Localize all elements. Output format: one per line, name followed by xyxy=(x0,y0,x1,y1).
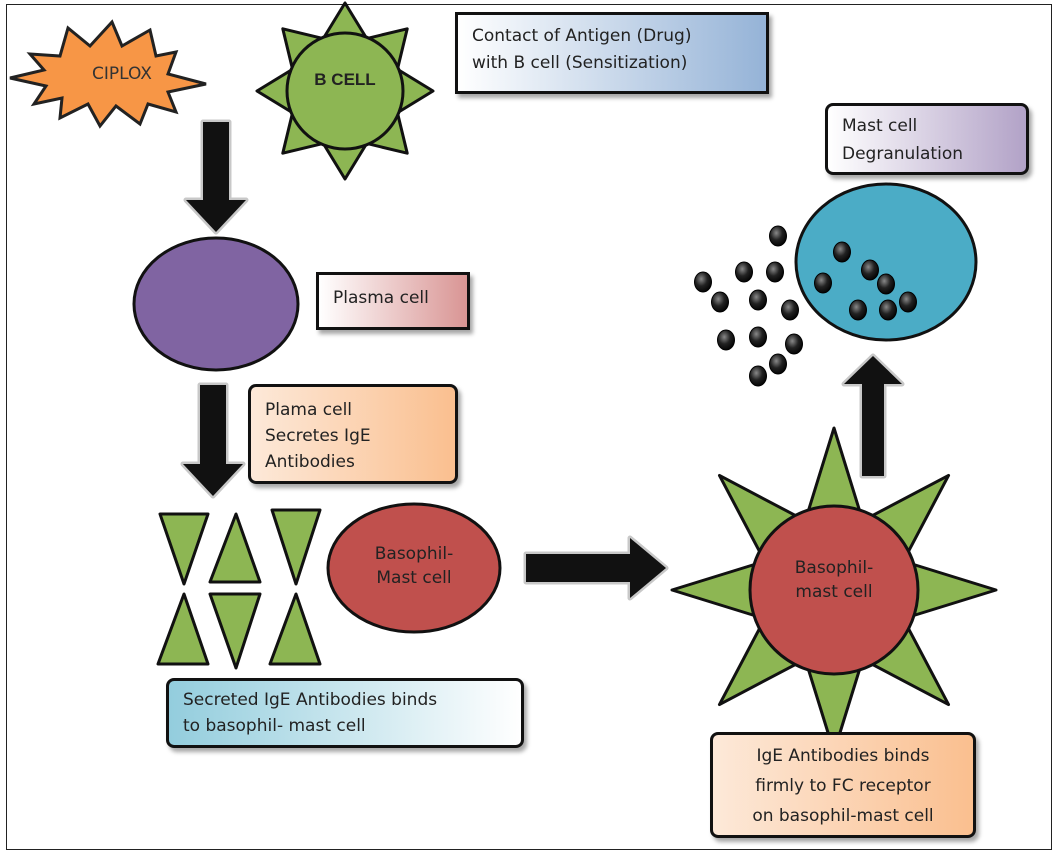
b-cell-body xyxy=(285,31,405,151)
granule xyxy=(899,291,917,313)
plasma-secretes-label-box: Plama cell Secretes IgE Antibodies xyxy=(248,384,458,484)
granule xyxy=(766,261,784,283)
arrow-down-1 xyxy=(183,119,249,235)
basophil-mast-cell-body xyxy=(326,502,502,634)
granule xyxy=(877,273,895,295)
bound-ige-spike xyxy=(670,562,758,618)
degranulation-label-box: Mast cell Degranulation xyxy=(825,103,1029,175)
bound-basophil-mast-cell-label: Basophil- mast cell xyxy=(794,558,874,602)
arrow-right xyxy=(523,535,669,601)
secreted-binds-label-box: Secreted IgE Antibodies binds to basophi… xyxy=(166,678,524,748)
b-cell-label: B CELL xyxy=(314,70,376,89)
granule xyxy=(769,225,787,247)
granule xyxy=(717,329,735,351)
arrow-up xyxy=(841,353,905,479)
granule xyxy=(694,271,712,293)
granule xyxy=(781,299,799,321)
ciplox-label: CIPLOX xyxy=(92,64,152,84)
granule xyxy=(814,272,832,294)
sensitization-label-box: Contact of Antigen (Drug) with B cell (S… xyxy=(455,12,769,94)
basophil-mast-cell-label: Basophil- Mast cell xyxy=(374,544,454,588)
granule xyxy=(749,365,767,387)
ige-antibodies xyxy=(156,508,322,670)
bound-ige-spike xyxy=(806,426,862,514)
bound-ige-spikes xyxy=(670,426,998,754)
granule xyxy=(749,289,767,311)
ciplox-burst xyxy=(9,19,207,129)
bound-ige-spike xyxy=(910,562,998,618)
granule xyxy=(769,353,787,375)
granule xyxy=(785,333,803,355)
granule xyxy=(833,241,851,263)
released-granules xyxy=(694,225,917,387)
granule xyxy=(749,326,767,348)
granule xyxy=(879,299,897,321)
plasma-cell-body xyxy=(132,236,300,372)
bound-basophil-mast-cell-body xyxy=(748,504,920,676)
granule xyxy=(849,299,867,321)
diagram-frame xyxy=(6,4,1052,850)
arrow-down-2 xyxy=(180,382,246,499)
ige-binds-firmly-label-box: IgE Antibodies binds firmly to FC recept… xyxy=(710,732,976,838)
granule xyxy=(711,291,729,313)
granule xyxy=(861,259,879,281)
degranulating-mast-cell-body xyxy=(794,182,978,342)
plasma-cell-label-box: Plasma cell xyxy=(316,272,470,330)
granule xyxy=(735,261,753,283)
